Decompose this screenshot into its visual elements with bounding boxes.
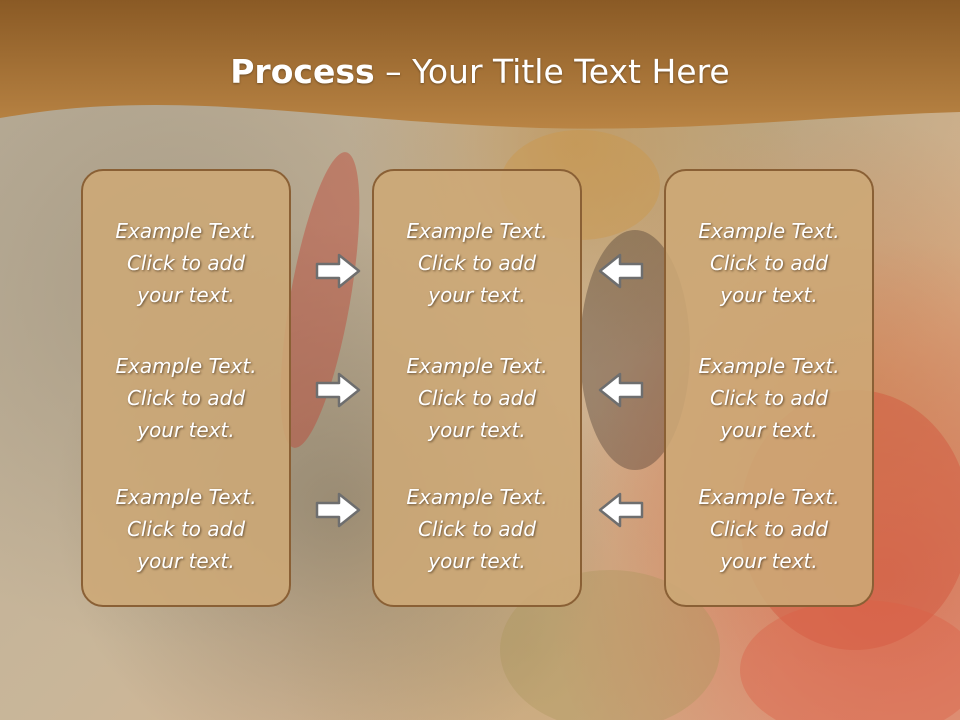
right-arrow-icon[interactable] [315, 253, 361, 289]
left-arrow-icon[interactable] [598, 253, 644, 289]
slide-title[interactable]: Process – Your Title Text Here [0, 52, 960, 91]
left-arrow-icon[interactable] [598, 372, 644, 408]
title-rest-text: – Your Title Text Here [374, 52, 730, 91]
right-arrow-icon[interactable] [315, 492, 361, 528]
title-bold-text: Process [230, 52, 375, 91]
right-arrow-icon[interactable] [315, 372, 361, 408]
left-arrow-icon[interactable] [598, 492, 644, 528]
header-banner [0, 0, 960, 129]
